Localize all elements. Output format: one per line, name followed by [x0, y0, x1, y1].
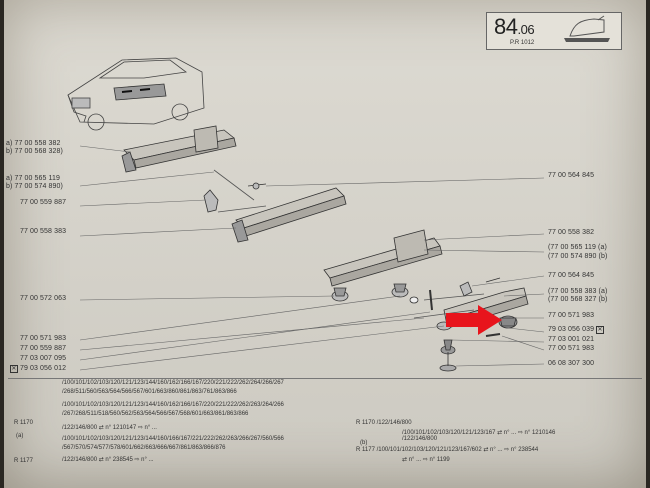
fn-right-2: /100/101/102/103/120/121/123/167 ⇄ n° ..…: [402, 430, 556, 436]
ref-right-11: 77 00 571 983: [548, 345, 595, 352]
fn-left-8: /100/101/102/103/120/121/123/144/160/166…: [62, 436, 284, 442]
ref-left-5: 77 00 559 887: [20, 199, 67, 206]
red-pointer-arrow: [446, 305, 502, 335]
page-number-main: 84: [494, 14, 518, 39]
ref-left-2: b) 77 00 568 328): [6, 148, 63, 155]
ref-right-5: 77 00 564 845: [548, 272, 595, 279]
fn-left-5: R 1170: [14, 420, 33, 426]
page-number: 84.06: [494, 14, 535, 40]
ref-left-9: 77 00 559 887: [20, 345, 67, 352]
ref-right-8: 77 00 571 983: [548, 312, 595, 319]
box-x-icon: ✕: [596, 326, 605, 334]
ref-right-6: (77 00 558 383 (a): [548, 288, 608, 295]
box-x-icon: ✕: [10, 365, 18, 373]
ref-left-6: 77 00 558 383: [20, 228, 67, 235]
catalog-page: 84.06 P.R 1012: [4, 0, 646, 488]
page-subtitle: P.R 1012: [510, 40, 535, 46]
ref-left-1: a) 77 00 558 382: [6, 140, 61, 147]
middle-rail: [203, 169, 347, 243]
fn-left-11: R 1177: [14, 458, 33, 464]
ref-right-4: (77 00 574 890 (b): [548, 253, 608, 260]
fn-left-6: /122/146/800 ⇄ n° 1210147 ⇨ n° ...: [62, 425, 157, 431]
ref-right-7: (77 00 568 327 (b): [548, 296, 608, 303]
fn-right-6: ⇄ n° ... ⇨ n° 1199: [402, 457, 450, 463]
fn-left-9: /567/570/574/577/578/601/662/663/666/667…: [62, 445, 226, 451]
fn-left-7: (a): [16, 433, 24, 439]
leader-lines: [79, 145, 545, 371]
page-badge: [486, 12, 622, 50]
ref-right-9: 79 03 056 039✕: [548, 326, 605, 334]
seat-rail-icon: [564, 15, 610, 42]
ref-left-7: 77 00 572 063: [20, 295, 67, 302]
ref-right-1: 77 00 564 845: [548, 172, 595, 179]
fn-left-2: /268/511/560/563/564/566/567/601/663/860…: [62, 389, 237, 395]
fn-left-1: /100/101/102/103/120/121/123/144/160/162…: [62, 380, 284, 386]
small-parts: [331, 277, 518, 372]
car-illustration: [67, 57, 205, 131]
ref-right-2: 77 00 558 382: [548, 229, 595, 236]
ref-right-3: (77 00 565 119 (a): [548, 244, 607, 251]
ref-left-10: 77 03 007 095: [20, 355, 67, 362]
fn-left-3: /100/101/102/103/120/121/123/144/160/162…: [62, 402, 284, 408]
ref-left-4: b) 77 00 574 890): [6, 183, 63, 190]
footnote-rule: [8, 378, 642, 379]
ref-left-8: 77 00 571 983: [20, 335, 67, 342]
fn-right-1: R 1170 /122/146/800: [356, 420, 412, 426]
ref-right-9-text: 79 03 056 039: [548, 326, 595, 333]
ref-right-12: 06 08 307 300: [548, 360, 595, 367]
fn-right-5: R 1177 /100/101/102/103/120/121/123/167/…: [356, 447, 539, 453]
fn-right-4: /122/146/800: [402, 436, 438, 442]
ref-left-3: a) 77 00 565 119: [6, 175, 61, 182]
fn-left-10: /122/146/800 ⇄ n° 238545 ⇨ n° ...: [62, 457, 154, 463]
exploded-diagram: [67, 57, 545, 372]
fn-right-3: (b): [360, 440, 368, 446]
ref-right-10: 77 03 001 021: [548, 336, 595, 343]
page-number-section: .06: [517, 22, 535, 37]
fn-left-4: /267/268/511/518/560/562/563/564/566/567…: [62, 411, 249, 417]
upper-rail: [121, 125, 237, 173]
ref-left-11-text: 79 03 056 012: [20, 365, 67, 372]
ref-left-11: ✕79 03 056 012: [10, 365, 66, 373]
